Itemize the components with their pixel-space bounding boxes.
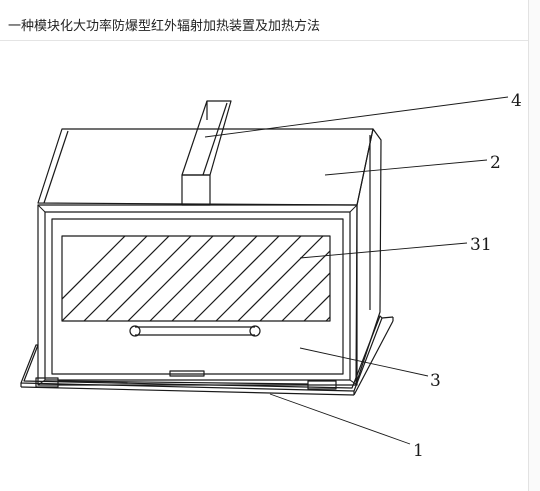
- hatch-line: [303, 294, 330, 321]
- housing: [37, 128, 382, 385]
- callout-2: 2: [490, 153, 501, 173]
- page-edge: [528, 0, 529, 491]
- leader-2: [324, 159, 488, 176]
- hatch-pattern: [62, 236, 455, 321]
- hatch-line: [348, 236, 433, 321]
- leader-4: [204, 96, 509, 138]
- hatch-line: [62, 236, 148, 321]
- front-frame: [37, 204, 358, 386]
- hatch-line: [193, 236, 280, 321]
- radiant-panel: [61, 235, 455, 322]
- leader-31: [299, 242, 468, 259]
- handle: [181, 100, 232, 206]
- hatch-line: [149, 236, 236, 321]
- leader-1: [269, 393, 411, 445]
- hatch-line: [281, 272, 330, 321]
- scrollbar[interactable]: [529, 0, 540, 491]
- hatch-line: [62, 236, 126, 300]
- callout-3: 3: [430, 371, 441, 391]
- document-header: 一种模块化大功率防爆型红外辐射加热装置及加热方法: [0, 0, 528, 41]
- pull-bar: [129, 325, 261, 337]
- hatch-line: [370, 236, 455, 321]
- hatch-line: [215, 236, 302, 321]
- callout-4: 4: [511, 91, 522, 111]
- hatch-line: [171, 236, 258, 321]
- hatch-line: [127, 236, 214, 321]
- leader-lines: [204, 96, 509, 445]
- hatch-line: [83, 236, 170, 321]
- callout-1: 1: [413, 441, 424, 461]
- leader-3: [299, 347, 429, 377]
- hatch-line: [105, 236, 192, 321]
- callout-31: 31: [470, 235, 492, 255]
- hatch-line: [237, 236, 324, 321]
- hatch-line: [259, 250, 330, 321]
- document-title: 一种模块化大功率防爆型红外辐射加热装置及加热方法: [8, 19, 321, 34]
- base-plate: [20, 315, 394, 396]
